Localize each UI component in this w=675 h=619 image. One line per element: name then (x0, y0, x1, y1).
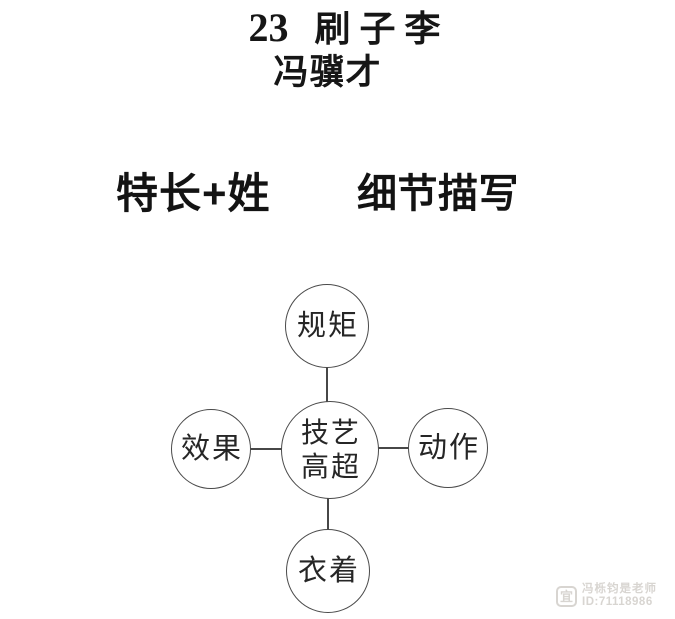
watermark: 宜 冯栎钧是老师 ID:71118986 (556, 583, 657, 608)
lesson-title: 刷子李 (314, 8, 450, 49)
node-rules-label: 规矩 (296, 310, 359, 342)
node-action-label: 动作 (417, 432, 480, 464)
watermark-logo-char: 宜 (559, 589, 573, 604)
node-rules: 规矩 (285, 284, 369, 368)
node-superb-skill-line1: 技艺 (300, 417, 361, 448)
edge-center-to-right (378, 447, 409, 449)
watermark-account-id: ID:71118986 (582, 596, 653, 608)
watermark-logo-icon: 宜 (556, 586, 577, 607)
node-effect-label: 效果 (180, 433, 243, 465)
label-detail-description: 细节描写 (357, 172, 519, 216)
edge-center-to-bottom (327, 498, 329, 530)
node-effect: 效果 (171, 409, 251, 489)
edge-center-to-top (326, 367, 328, 402)
label-specialty-plus-surname: 特长+姓 (116, 170, 271, 217)
node-superb-skill-line2: 高超 (300, 451, 361, 482)
author-name: 冯骥才 (273, 53, 382, 92)
node-action: 动作 (408, 408, 488, 488)
page-title: 23 刷子李 (7, 6, 675, 51)
watermark-account-name: 冯栎钧是老师 (582, 583, 657, 595)
edge-center-to-left (250, 448, 282, 450)
node-clothing: 衣着 (286, 529, 370, 613)
lesson-number: 23 (248, 5, 289, 50)
watermark-text: 冯栎钧是老师 ID:71118986 (582, 583, 657, 608)
node-superb-skill: 技艺 高超 (281, 401, 379, 499)
node-clothing-label: 衣着 (297, 555, 360, 587)
